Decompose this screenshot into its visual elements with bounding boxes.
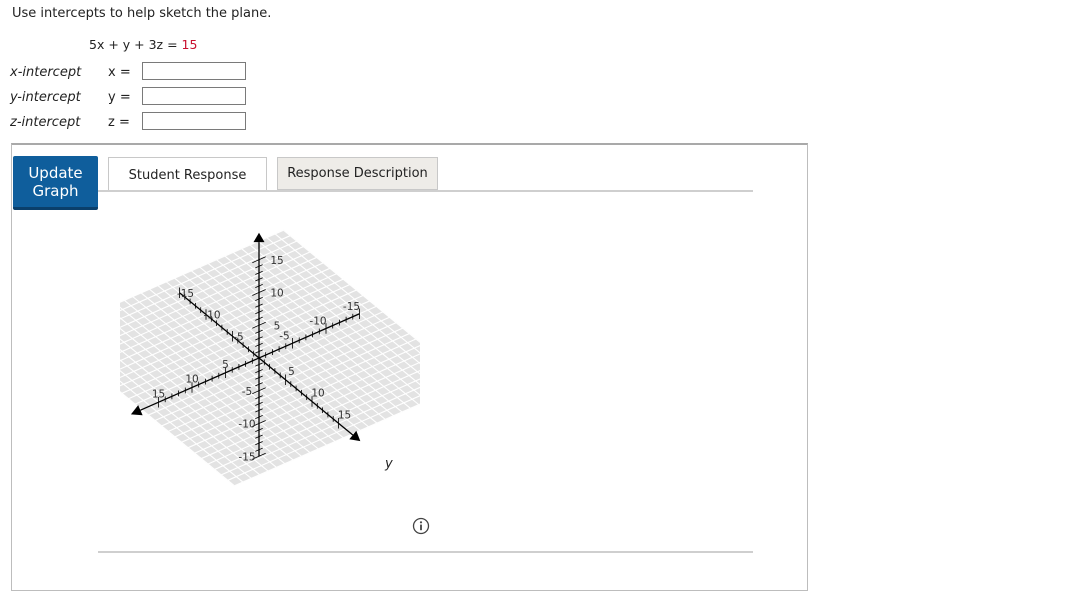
z-tick <box>255 277 263 282</box>
x-axis-arrow <box>130 405 143 416</box>
axes: xyz <box>130 232 393 472</box>
y-tick-label: 15 <box>338 409 351 421</box>
z-tick <box>255 297 263 302</box>
z-tick <box>255 369 263 374</box>
z-tick <box>252 289 266 296</box>
equation-lhs: 5x + y + 3z = <box>89 37 182 52</box>
z-tick <box>255 382 263 387</box>
tab-response-description[interactable]: Response Description <box>277 157 438 190</box>
equation-rhs: 15 <box>181 37 198 52</box>
tab-student-response[interactable]: Student Response <box>108 157 267 192</box>
z-intercept-label: z-intercept <box>10 115 81 130</box>
z-tick <box>255 349 263 354</box>
z-tick-label: -5 <box>242 386 252 398</box>
z-tick <box>255 310 263 315</box>
y-tick-label: -15 <box>177 288 194 300</box>
y-tick-label: 10 <box>311 388 324 400</box>
instruction-text: Use intercepts to help sketch the plane. <box>12 6 272 21</box>
y-tick-label: -10 <box>203 310 220 322</box>
z-tick <box>255 342 263 347</box>
x-tick-label: 10 <box>185 374 198 386</box>
z-tick <box>252 387 266 395</box>
z-tick-label: -10 <box>238 419 255 431</box>
z-tick <box>252 420 266 427</box>
z-tick <box>255 316 263 321</box>
z-tick <box>255 395 263 400</box>
y-tick-label: 5 <box>288 366 295 378</box>
z-intercept-input[interactable] <box>142 112 246 130</box>
z-tick <box>252 452 266 460</box>
z-tick <box>252 321 266 329</box>
x-tick-label: -5 <box>279 330 289 342</box>
z-tick-label: -15 <box>238 451 255 463</box>
y-axis-label: y <box>384 457 393 472</box>
z-tick <box>255 447 263 452</box>
update-graph-button[interactable]: Update Graph <box>13 156 98 210</box>
y-intercept-input[interactable] <box>142 87 246 105</box>
bottom-divider <box>98 551 753 553</box>
z-tick <box>255 408 263 413</box>
graph-3d[interactable]: xyz 15105-5-10-1551015-5-10-1515105-5-10… <box>120 205 420 510</box>
x-tick-label: -10 <box>309 316 326 328</box>
z-tick <box>255 303 263 308</box>
z-tick <box>255 441 263 446</box>
y-var-label: y = <box>108 90 131 105</box>
z-tick <box>255 270 263 275</box>
z-tick <box>255 434 263 439</box>
y-axis-arrow <box>349 430 361 442</box>
y-axis-line <box>179 292 354 436</box>
z-tick <box>255 401 263 406</box>
y-tick-label: -5 <box>233 331 243 343</box>
z-tick <box>255 375 263 380</box>
x-tick-label: 5 <box>222 359 229 371</box>
x-intercept-input[interactable] <box>142 62 246 80</box>
z-tick <box>255 414 263 419</box>
z-axis-arrow <box>253 232 265 243</box>
z-tick <box>255 428 263 433</box>
x-intercept-label: x-intercept <box>10 65 82 80</box>
plane-equation: 5x + y + 3z = 15 <box>89 37 197 52</box>
z-tick <box>252 256 266 264</box>
z-tick <box>255 329 263 334</box>
z-tick <box>255 264 263 269</box>
z-tick <box>255 336 263 341</box>
x-tick-label: -15 <box>343 301 360 313</box>
z-tick-label: 10 <box>270 288 283 300</box>
axis-ticks <box>158 256 360 460</box>
tab-divider <box>98 190 753 192</box>
x-var-label: x = <box>108 65 131 80</box>
z-tick <box>255 283 263 288</box>
z-tick-label: 5 <box>274 320 281 332</box>
x-tick-label: 15 <box>152 388 165 400</box>
z-tick <box>255 362 263 367</box>
z-tick-label: 15 <box>270 255 283 267</box>
info-icon[interactable] <box>412 517 430 535</box>
y-intercept-label: y-intercept <box>10 90 81 105</box>
z-var-label: z = <box>108 115 130 130</box>
x-axis-line <box>140 313 360 411</box>
plane-grid <box>120 229 420 487</box>
